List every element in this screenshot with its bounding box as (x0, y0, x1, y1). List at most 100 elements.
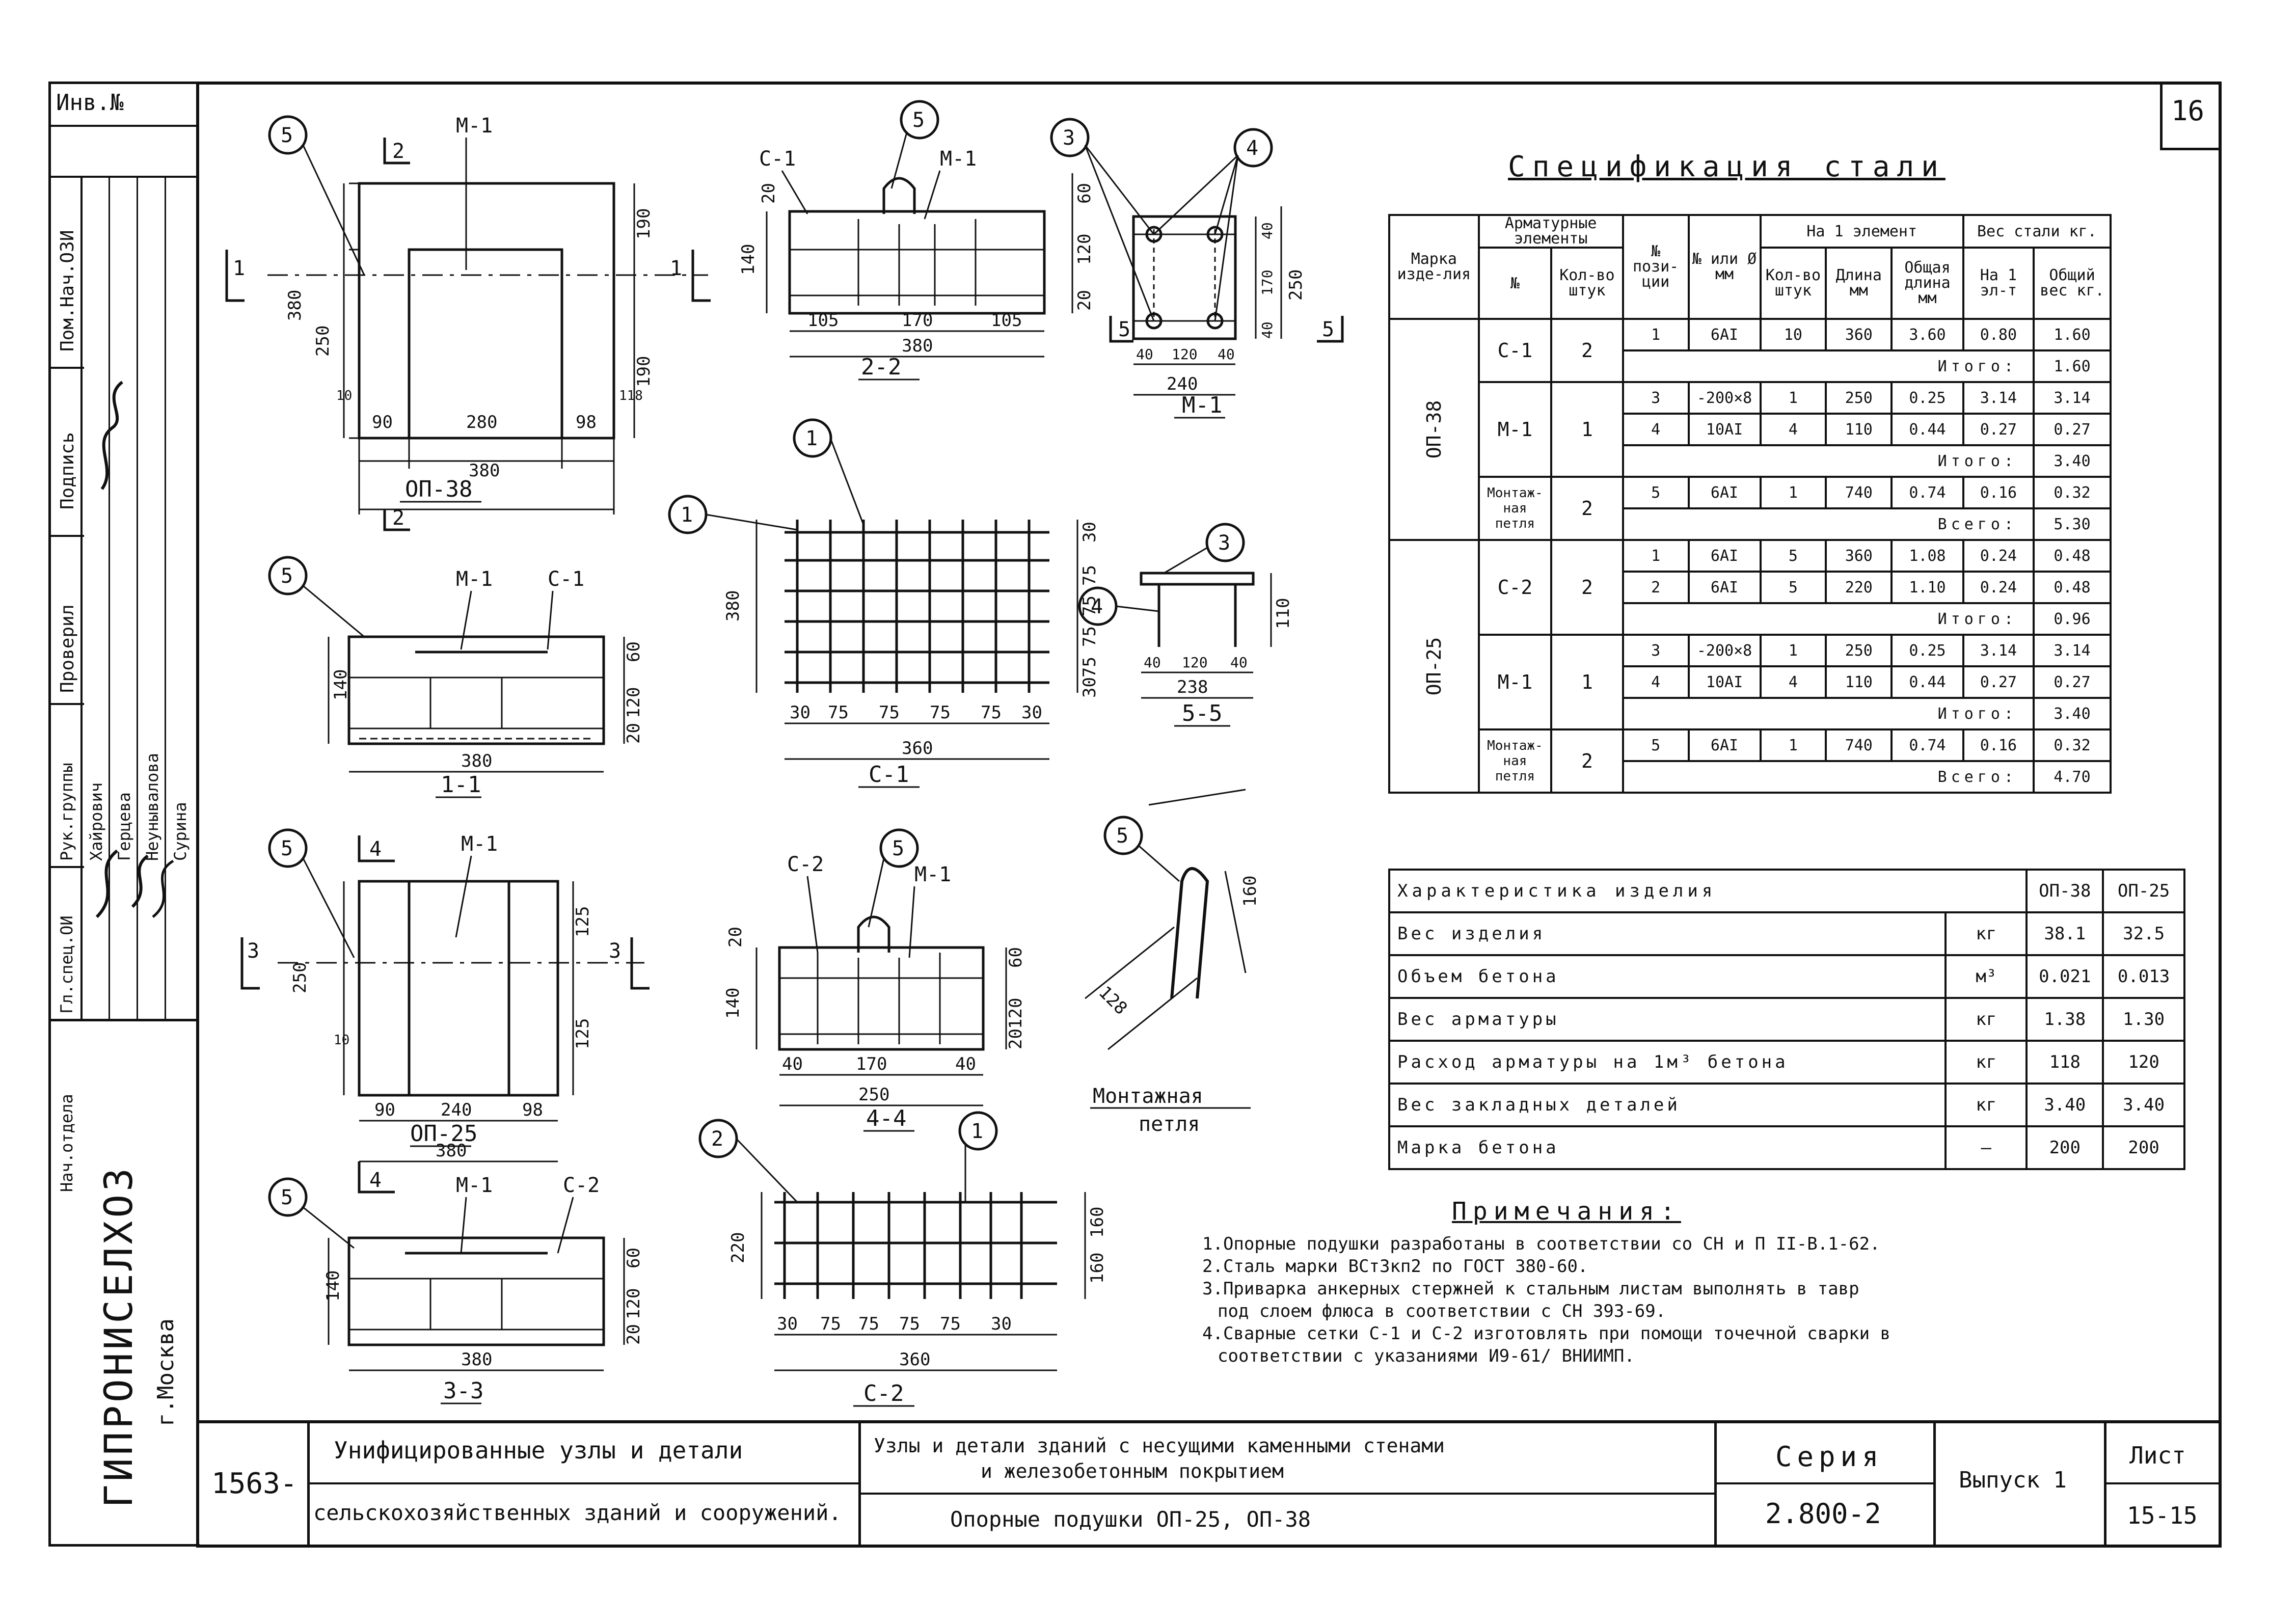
spec-cell: 1 (1759, 476, 1827, 509)
col-elem-no: № (1477, 247, 1553, 320)
callout-3-s55: 3 (1218, 531, 1230, 555)
note-line: соответствии с указаниями И9-61/ ВНИИМП. (1218, 1346, 1635, 1366)
label-m1-op38: М-1 (456, 114, 493, 138)
dim-360-c2: 360 (899, 1349, 930, 1370)
spec-element-name: М-1 (1477, 381, 1553, 478)
dim-110-s55: 110 (1273, 598, 1293, 629)
spec-total-label: Итого: (1622, 697, 2035, 730)
spec-element-qty: 2 (1550, 476, 1624, 541)
spec-cell: 0.48 (2033, 571, 2112, 604)
tb-node-1: Узлы и детали зданий с несущими каменным… (874, 1434, 1445, 1457)
tb-series: 2.800-2 (1765, 1498, 1881, 1530)
section-mark-5-right: 5 (1322, 318, 1334, 341)
spec-cell: 360 (1825, 318, 1893, 351)
section-mark-4-bottom: 4 (369, 1169, 382, 1192)
spec-cell: 0.27 (1962, 413, 2035, 446)
spec-total-value: 5.30 (2033, 507, 2112, 541)
col-total: Общий вес кг. (2033, 247, 2112, 320)
spec-element-name: С-2 (1477, 539, 1553, 636)
col-total-length: Общая длина мм (1890, 247, 1964, 320)
drawings-area: 5 5 5 5 5 1 1 5 2 1 3 4 3 4 5 1 1 2 2 3 … (225, 100, 1344, 1407)
char-unit: — (1944, 1125, 2028, 1170)
col-per-element: На 1 элемент (1759, 214, 1964, 249)
spec-cell: 3 (1622, 381, 1690, 415)
dim-20-s44: 20 (725, 927, 746, 948)
dim-20-s11: 20 (624, 723, 644, 744)
callout-1-c2: 1 (971, 1120, 983, 1143)
spec-cell: 4 (1622, 665, 1690, 699)
dim-190-b: 190 (634, 356, 654, 387)
spec-cell: 5 (1622, 728, 1690, 762)
callout-1-c1-top: 1 (805, 427, 818, 450)
mounting-loop (1170, 867, 1209, 999)
role-3: Рук.группы (57, 763, 76, 861)
dim-75-c2-h2: 75 (858, 1314, 879, 1334)
view-title-m1: М-1 (1182, 392, 1222, 418)
section-4-4 (778, 946, 985, 1051)
dim-120-s44: 120 (1006, 998, 1026, 1029)
dim-20-s33: 20 (624, 1324, 644, 1345)
spec-total-value: 0.96 (2033, 602, 2112, 636)
char-v1: 1.38 (2025, 997, 2104, 1042)
role-2: Проверил (57, 604, 78, 693)
char-label: Объем бетона (1388, 954, 1947, 999)
note-line: 1.Опорные подушки разработаны в соответс… (1202, 1234, 1880, 1254)
spec-element-qty: 2 (1550, 318, 1624, 383)
spec-cell: 3.14 (1962, 381, 2035, 415)
dim-40-m1-h2: 40 (1218, 346, 1235, 363)
dim-75-c2-h4: 75 (940, 1314, 961, 1334)
char-label: Расход арматуры на 1м³ бетона (1388, 1040, 1947, 1085)
callout-4-s55: 4 (1091, 595, 1103, 618)
char-label: Марка бетона (1388, 1125, 1947, 1170)
dim-140-s33: 140 (323, 1270, 343, 1302)
char-v2: 32.5 (2102, 911, 2185, 956)
notes-list: 1.Опорные подушки разработаны в соответс… (1202, 1233, 2170, 1367)
char-v2: 1.30 (2102, 997, 2185, 1042)
role-4: Гл.спец.ОИ (57, 915, 76, 1014)
char-unit: кг (1944, 997, 2028, 1042)
dim-30-c2-h2: 30 (991, 1314, 1012, 1334)
dim-120-s55: 120 (1182, 654, 1208, 671)
view-title-op38: ОП-38 (405, 476, 472, 502)
label-c1-s22: С-1 (759, 147, 796, 171)
dim-128-loop: 128 (1095, 982, 1131, 1019)
dim-75-c2-h1: 75 (820, 1314, 841, 1334)
dim-60-s11: 60 (624, 641, 644, 662)
dim-140-s44: 140 (723, 988, 743, 1019)
spec-total-value: 3.40 (2033, 697, 2112, 730)
spec-element-name: Монтаж-ная петля (1477, 476, 1553, 541)
spec-cell: 220 (1825, 571, 1893, 604)
dim-200-m1: 240 (1167, 374, 1198, 394)
char-unit: кг (1944, 1082, 2028, 1127)
col-per-1: На 1 эл-т (1962, 247, 2035, 320)
spec-total-value: 1.60 (2033, 349, 2112, 383)
title-block: 1563- Унифицированные узлы и детали сель… (196, 1421, 2219, 1545)
dim-105-a: 105 (807, 310, 839, 331)
spec-cell: 1 (1622, 539, 1690, 573)
label-m1-s44: М-1 (914, 863, 951, 886)
spec-cell: 2 (1622, 571, 1690, 604)
label-c2-s44: С-2 (787, 853, 824, 876)
spec-element-qty: 1 (1550, 634, 1624, 730)
frame-inner-line (196, 1420, 2222, 1423)
dim-40-s55-b: 40 (1230, 654, 1248, 671)
callout-1-c1-left: 1 (681, 503, 693, 527)
organization-city: г.Москва (153, 1318, 179, 1426)
spec-total-label: Всего: (1622, 760, 2035, 794)
spec-total-row: Итого:0.96 (1389, 602, 2112, 636)
dim-75-c1-h2: 75 (879, 702, 900, 723)
dim-75-c1-d: 75 (1079, 657, 1100, 678)
spec-cell: 6АI (1687, 728, 1762, 762)
spec-product-mark: ОП-25 (1388, 539, 1480, 794)
dim-280: 280 (466, 412, 497, 432)
dim-360-c1: 360 (902, 738, 933, 759)
spec-cell: 3 (1622, 634, 1690, 667)
dim-380-s33: 380 (461, 1349, 492, 1370)
role-5: Нач.отдела (57, 1094, 76, 1192)
spec-cell: 4 (1759, 413, 1827, 446)
